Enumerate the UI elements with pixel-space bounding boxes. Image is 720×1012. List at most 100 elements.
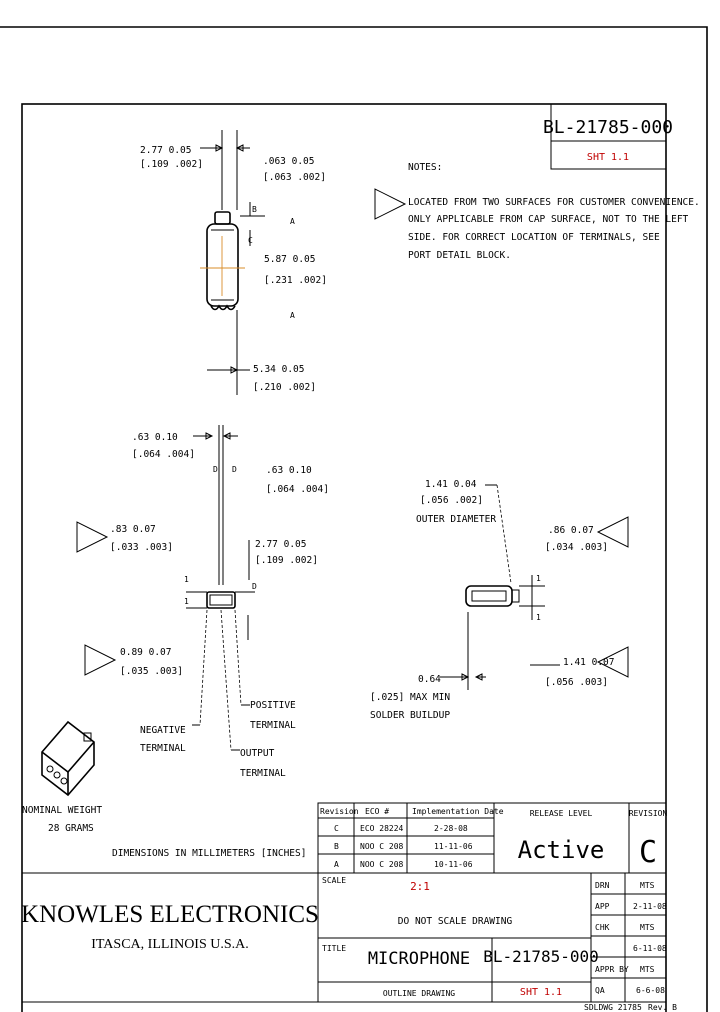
drawing-type: OUTLINE DRAWING: [383, 989, 455, 998]
drawing-frame: [21, 103, 667, 1012]
svg-text:1: 1: [184, 597, 189, 606]
label-negative-1: NEGATIVE: [140, 725, 186, 736]
approval-app-date: 2-11-08: [633, 902, 667, 911]
dim-side-flag-low-in: [.035 .003]: [120, 666, 183, 677]
company-name: KNOWLES ELECTRONICS: [21, 901, 319, 928]
revision-value: C: [639, 835, 657, 870]
dim-right-flag-low-mm: 1.41 0.07: [563, 657, 614, 668]
drawing-number-bottom: BL-21785-000: [483, 947, 599, 966]
rev-row-3-date: 10-11-06: [434, 860, 473, 869]
isometric-view: NOMINAL WEIGHT 28 GRAMS: [22, 720, 102, 834]
right-flag-triangle: [596, 516, 629, 548]
dim-side-top-right-mm: .63 0.10: [266, 465, 312, 476]
approval-chk-name: MTS: [640, 923, 655, 932]
label-positive-1: POSITIVE: [250, 700, 296, 711]
dim-diameter-mm: 1.41 0.04: [425, 479, 477, 490]
title-label: TITLE: [322, 944, 346, 953]
svg-text:1: 1: [536, 574, 541, 583]
revision-label: REVISION: [629, 809, 668, 818]
dim-height-mm: 5.87 0.05: [264, 254, 315, 265]
approval-drn-label: DRN: [595, 881, 610, 890]
dim-top-right-in: [.063 .002]: [263, 172, 326, 183]
dim-side-flag-mm: .83 0.07: [110, 524, 156, 535]
approval-qa-label: QA: [595, 986, 605, 995]
port-detail-view: 1.41 0.04 [.056 .002] OUTER DIAMETER .86…: [370, 479, 629, 721]
svg-text:C: C: [248, 236, 253, 245]
label-output-2: TERMINAL: [240, 768, 286, 779]
rev-row-1-rev: C: [334, 824, 339, 833]
right-flag-low-triangle: [596, 646, 629, 678]
rev-header-eco: ECO #: [365, 807, 389, 816]
dim-top-right-mm: .063 0.05: [263, 156, 314, 167]
approval-apprby-label: APPR BY: [595, 965, 629, 974]
svg-text:D: D: [232, 465, 237, 474]
scale-value: 2:1: [410, 880, 430, 893]
svg-text:A: A: [290, 311, 295, 320]
rev-row-2-eco: NOO C 208: [360, 842, 404, 851]
label-positive-2: TERMINAL: [250, 720, 296, 731]
note-line-2: ONLY APPLICABLE FROM CAP SURFACE, NOT TO…: [408, 214, 689, 225]
svg-text:D: D: [252, 582, 257, 591]
side-flag-low-triangle: [84, 644, 117, 676]
rev-row-3-eco: NOO C 208: [360, 860, 404, 869]
dim-side-flag-in: [.033 .003]: [110, 542, 173, 553]
dim-solder-label: SOLDER BUILDUP: [370, 710, 450, 721]
do-not-scale-note: DO NOT SCALE DRAWING: [398, 916, 513, 927]
scale-label: SCALE: [322, 876, 346, 885]
dim-top-width-in: [.109 .002]: [140, 159, 203, 170]
rev-row-2-rev: B: [334, 842, 339, 851]
label-negative-2: TERMINAL: [140, 743, 186, 754]
dim-right-flag-mm: .86 0.07: [548, 525, 594, 536]
note-flag-triangle: [374, 188, 407, 220]
dim-side-offset-mm: 2.77 0.05: [255, 539, 306, 550]
rev-header-date: Implementation Date: [412, 807, 504, 816]
rev-row-2-date: 11-11-06: [434, 842, 473, 851]
dim-side-top-right-in: [.064 .004]: [266, 484, 329, 495]
side-view: .63 0.10 [.064 .004] D D .63 0.10 [.064 …: [76, 425, 329, 779]
front-view: 2.77 0.05 [.109 .002] .063 0.05 [.063 .0…: [140, 130, 327, 395]
dimensions-note: DIMENSIONS IN MILLIMETERS [INCHES]: [112, 848, 306, 859]
revision-block: Revision ECO # Implementation Date C ECO…: [317, 802, 668, 874]
dim-side-flag-low-mm: 0.89 0.07: [120, 647, 171, 658]
dim-bottom-width-mm: 5.34 0.05: [253, 364, 304, 375]
sheet-number-top: SHT 1.1: [587, 152, 629, 163]
dim-solder-mm: 0.64: [418, 674, 441, 685]
company-location: ITASCA, ILLINOIS U.S.A.: [91, 937, 249, 952]
svg-text:B: B: [252, 205, 257, 214]
notes-heading: NOTES:: [408, 162, 442, 173]
approval-date-2: 6-11-08: [633, 944, 667, 953]
svg-text:1: 1: [184, 575, 189, 584]
rev-row-1-eco: ECO 28224: [360, 824, 404, 833]
notes-section: NOTES: LOCATED FROM TWO SURFACES FOR CUS…: [374, 162, 700, 261]
svg-text:1: 1: [536, 613, 541, 622]
rev-row-1-date: 2-28-08: [434, 824, 468, 833]
dim-diameter-label: OUTER DIAMETER: [416, 514, 496, 525]
note-line-4: PORT DETAIL BLOCK.: [408, 250, 511, 261]
nominal-weight-1: NOMINAL WEIGHT: [22, 805, 102, 816]
note-line-1: LOCATED FROM TWO SURFACES FOR CUSTOMER C…: [408, 197, 700, 208]
approval-chk-label: CHK: [595, 923, 610, 932]
side-flag-triangle: [76, 521, 109, 553]
dim-height-in: [.231 .002]: [264, 275, 327, 286]
dim-diameter-in: [.056 .002]: [420, 495, 483, 506]
nominal-weight-2: 28 GRAMS: [48, 823, 94, 834]
dim-solder-in: [.025] MAX MIN: [370, 692, 450, 703]
release-level-value: Active: [518, 836, 605, 864]
part-title: MICROPHONE: [368, 949, 470, 969]
svg-text:D: D: [213, 465, 218, 474]
label-output-1: OUTPUT: [240, 748, 275, 759]
title-block: KNOWLES ELECTRONICS ITASCA, ILLINOIS U.S…: [21, 872, 667, 1003]
svg-text:A: A: [290, 217, 295, 226]
approval-apprby-name: MTS: [640, 965, 655, 974]
dim-side-top-mm: .63 0.10: [132, 432, 178, 443]
dim-right-flag-in: [.034 .003]: [545, 542, 608, 553]
sheet-number-bottom: SHT 1.1: [520, 987, 562, 998]
drawing-number-top: BL-21785-000: [543, 117, 673, 138]
rev-row-3-rev: A: [334, 860, 339, 869]
footer-rev: Rev. B: [648, 1003, 677, 1012]
release-level-label: RELEASE LEVEL: [530, 809, 593, 818]
drawing-number-box: BL-21785-000 SHT 1.1: [543, 103, 673, 170]
dim-top-width-mm: 2.77 0.05: [140, 145, 191, 156]
approval-drn-name: MTS: [640, 881, 655, 890]
